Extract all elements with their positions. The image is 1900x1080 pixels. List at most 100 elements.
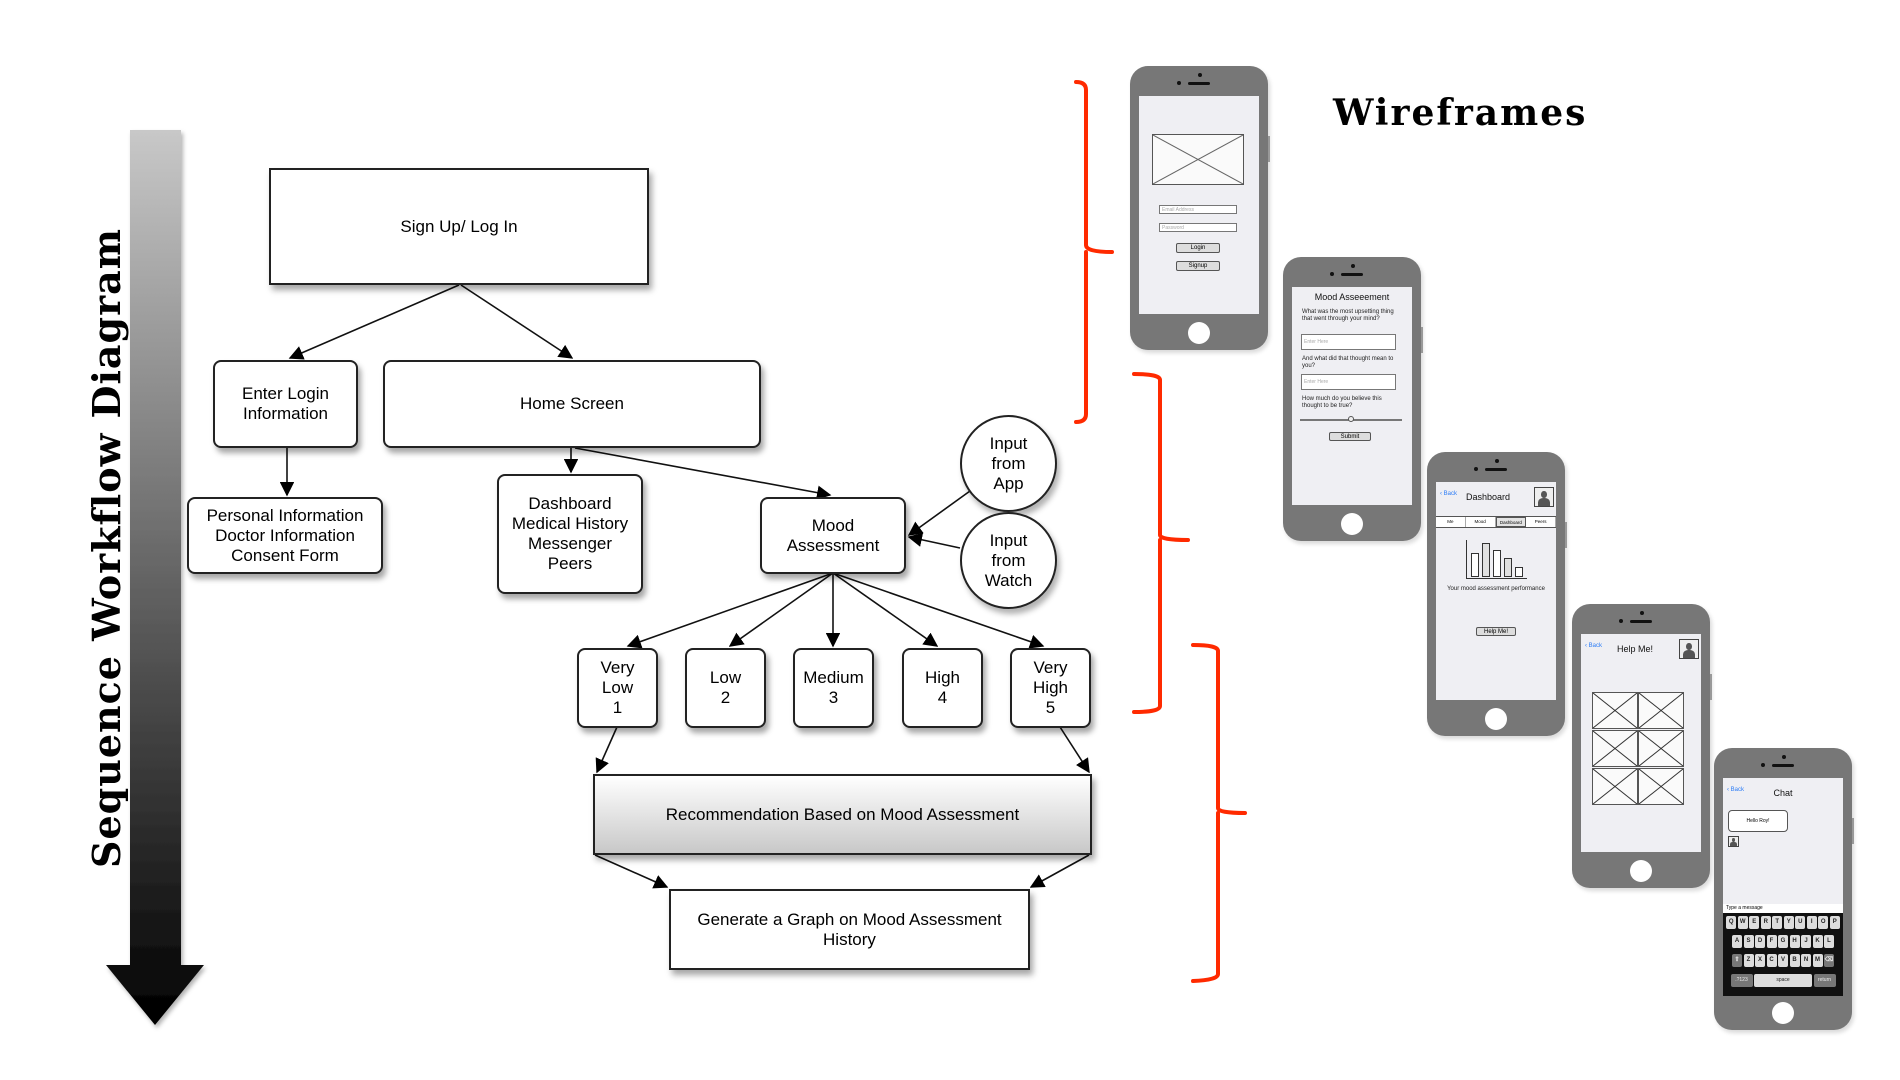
- home-button[interactable]: [1630, 860, 1652, 882]
- input-from-app-node: Input from App: [960, 415, 1057, 512]
- password-field[interactable]: Password: [1159, 223, 1237, 232]
- signup-button[interactable]: Signup: [1176, 261, 1220, 271]
- recommendation-label: Recommendation Based on Mood Assessment: [665, 804, 1020, 824]
- submit-button[interactable]: Submit: [1329, 432, 1371, 441]
- arrow-mood-to-level4: [832, 572, 939, 647]
- mood-bar: [1493, 550, 1501, 577]
- bracket-1: [1074, 80, 1114, 424]
- avatar-icon[interactable]: [1679, 639, 1699, 659]
- arrow-home-to-mood: [574, 447, 832, 500]
- personal-info-box: Personal Information Doctor Information …: [187, 497, 383, 574]
- mood-assessment-box: Mood Assessment: [760, 497, 906, 574]
- key-x[interactable]: X: [1755, 954, 1765, 967]
- message-input[interactable]: Type a message: [1723, 904, 1843, 913]
- key-numbers[interactable]: .?123: [1730, 974, 1753, 987]
- avatar-icon[interactable]: [1534, 487, 1554, 507]
- help-screen-title: Help Me!: [1616, 644, 1653, 654]
- key-g[interactable]: G: [1778, 935, 1788, 948]
- resource-image-placeholder[interactable]: [1592, 768, 1638, 805]
- level-line: High: [1033, 678, 1068, 697]
- side-button: [1710, 674, 1712, 700]
- input-app-line: from: [991, 453, 1026, 473]
- tab-dashboard[interactable]: Dashboard: [1495, 517, 1527, 527]
- speaker-icon: [1772, 764, 1794, 767]
- resource-image-placeholder[interactable]: [1638, 768, 1684, 805]
- key-v[interactable]: V: [1778, 954, 1788, 967]
- back-link[interactable]: ‹ Back: [1727, 787, 1745, 793]
- mood-assessment-line: Assessment: [786, 535, 880, 555]
- graph-box: Generate a Graph on Mood Assessment Hist…: [669, 889, 1030, 970]
- key-c[interactable]: C: [1766, 954, 1777, 967]
- delete-key-icon[interactable]: ⌫: [1824, 954, 1834, 967]
- resource-image-placeholder[interactable]: [1638, 730, 1684, 767]
- key-t[interactable]: T: [1772, 916, 1783, 929]
- back-link[interactable]: ‹ Back: [1585, 643, 1603, 649]
- tab-me[interactable]: Me: [1436, 517, 1466, 527]
- key-w[interactable]: W: [1737, 916, 1748, 929]
- question-3: How much do you believe this thought to …: [1302, 396, 1382, 409]
- arrow-app-to-mood: [907, 490, 971, 536]
- key-space[interactable]: space: [1754, 974, 1812, 987]
- arrow-signup-to-home: [460, 284, 574, 359]
- key-f[interactable]: F: [1766, 935, 1777, 948]
- home-button[interactable]: [1188, 322, 1210, 344]
- phone-login: Email Address Password Login Signup: [1130, 66, 1270, 350]
- key-o[interactable]: O: [1818, 916, 1829, 929]
- belief-slider[interactable]: [1300, 416, 1402, 422]
- input-watch-line: from: [991, 550, 1026, 570]
- phone-mood-assessment: Mood Asseeement What was the most upsett…: [1283, 257, 1423, 541]
- sensor-icon: [1330, 272, 1334, 276]
- phone-dashboard: ‹ Back Dashboard Me Mood Dashboard Peers…: [1427, 452, 1567, 736]
- question-2: And what did that thought mean to you?: [1302, 356, 1394, 369]
- key-u[interactable]: U: [1795, 916, 1806, 929]
- back-link[interactable]: ‹ Back: [1440, 491, 1458, 497]
- mood-level-box: Medium 3: [793, 648, 874, 728]
- input-app-line: App: [993, 473, 1024, 493]
- key-q[interactable]: Q: [1726, 916, 1737, 929]
- mood-bar: [1471, 553, 1479, 577]
- slider-thumb[interactable]: [1348, 416, 1354, 422]
- sender-avatar-icon: [1728, 836, 1739, 847]
- key-return[interactable]: return: [1813, 974, 1836, 987]
- level-line: Low: [709, 668, 742, 687]
- home-button[interactable]: [1485, 708, 1507, 730]
- help-me-button[interactable]: Help Me!: [1476, 627, 1516, 636]
- phone-screen: Mood Asseeement What was the most upsett…: [1292, 287, 1412, 505]
- login-button[interactable]: Login: [1176, 243, 1220, 253]
- key-e[interactable]: E: [1749, 916, 1760, 929]
- resource-image-placeholder[interactable]: [1638, 692, 1684, 729]
- key-d[interactable]: D: [1755, 935, 1765, 948]
- key-k[interactable]: K: [1812, 935, 1823, 948]
- bracket-3: [1191, 643, 1247, 983]
- tab-mood[interactable]: Mood: [1466, 517, 1496, 527]
- key-s[interactable]: S: [1743, 935, 1754, 948]
- dashboard-line: Messenger: [527, 534, 613, 553]
- answer-1-field[interactable]: Enter Here: [1301, 334, 1396, 350]
- back-label: Back: [1730, 787, 1745, 793]
- key-a[interactable]: A: [1732, 935, 1742, 948]
- tab-peers[interactable]: Peers: [1526, 517, 1556, 527]
- arrow-recommendation-to-graph-left: [594, 854, 669, 889]
- key-z[interactable]: Z: [1743, 954, 1754, 967]
- level-line: 5: [1045, 698, 1056, 717]
- key-l[interactable]: L: [1824, 935, 1834, 948]
- answer-2-field[interactable]: Enter Here: [1301, 374, 1396, 390]
- arrow-signup-to-login: [288, 284, 460, 360]
- speaker-icon: [1188, 82, 1210, 85]
- email-field[interactable]: Email Address: [1159, 205, 1237, 214]
- phone-help: ‹ Back Help Me!: [1572, 604, 1712, 888]
- home-button[interactable]: [1772, 1002, 1794, 1024]
- key-i[interactable]: I: [1806, 916, 1817, 929]
- home-button[interactable]: [1341, 513, 1363, 535]
- key-y[interactable]: Y: [1783, 916, 1794, 929]
- resource-image-placeholder[interactable]: [1592, 730, 1638, 767]
- key-n[interactable]: N: [1801, 954, 1811, 967]
- key-r[interactable]: R: [1760, 916, 1771, 929]
- resource-image-placeholder[interactable]: [1592, 692, 1638, 729]
- key-j[interactable]: J: [1801, 935, 1811, 948]
- key-m[interactable]: M: [1812, 954, 1823, 967]
- shift-key-icon[interactable]: ⇧: [1732, 954, 1742, 967]
- key-b[interactable]: B: [1789, 954, 1800, 967]
- key-p[interactable]: P: [1829, 916, 1840, 929]
- key-h[interactable]: H: [1789, 935, 1800, 948]
